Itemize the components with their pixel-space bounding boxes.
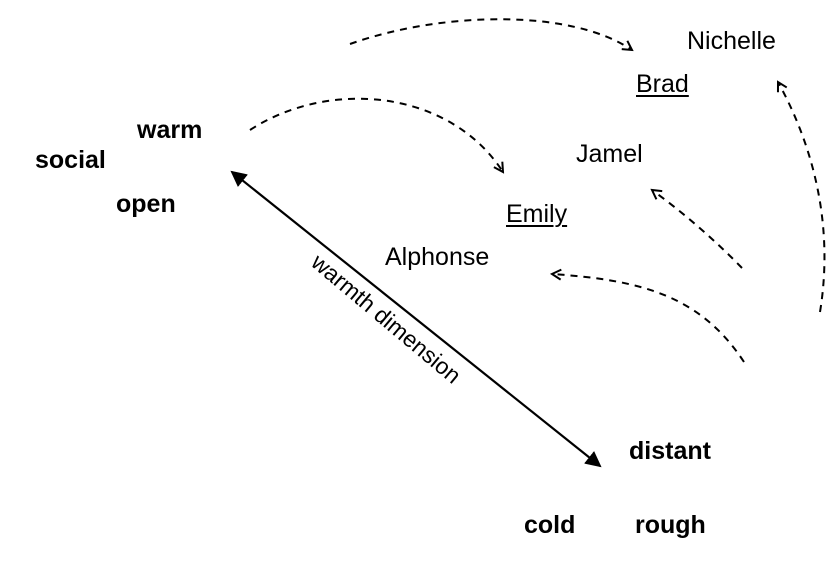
- cold-word-distant: distant: [629, 437, 711, 465]
- cold-word-cold: cold: [524, 511, 576, 539]
- name-emily: Emily: [506, 200, 568, 228]
- arrow-to-emily: [249, 97, 503, 172]
- arrow-to-brad: [349, 18, 632, 50]
- name-nichelle: Nichelle: [687, 27, 776, 55]
- warm-word-warm: warm: [137, 116, 203, 144]
- warmth-axis-double-arrow: [230, 170, 602, 468]
- arrow-to-alphonse: [552, 274, 745, 363]
- arrow-to-nichelle: [778, 82, 826, 313]
- name-alphonse: Alphonse: [385, 243, 490, 271]
- arrow-to-jamel: [652, 190, 743, 269]
- name-jamel: Jamel: [576, 140, 643, 168]
- name-brad: Brad: [636, 70, 689, 98]
- warm-word-social: social: [35, 146, 106, 174]
- cold-word-rough: rough: [635, 511, 706, 539]
- warm-word-open: open: [116, 190, 176, 218]
